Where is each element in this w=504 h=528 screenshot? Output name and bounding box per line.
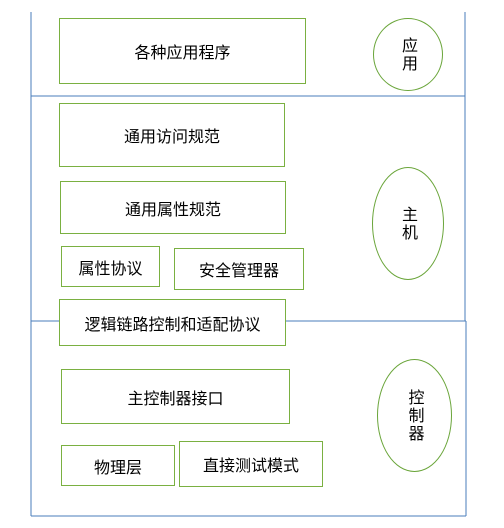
controller-layer-label: 控制器 [405,388,425,443]
host-layer-ellipse: 主机 [372,167,444,280]
generic-access-label: 通用访问规范 [123,127,220,146]
host-layer-label: 主机 [399,205,418,242]
app-programs-label: 各种应用程序 [134,43,231,62]
l2cap-label: 逻辑链路控制和适配协议 [84,314,261,334]
hci-controller-box: 主控制器接口 [61,369,290,424]
app-programs-box: 各种应用程序 [59,18,306,84]
attribute-protocol-label: 属性协议 [78,258,143,278]
app-layer-label: 应用 [399,36,418,73]
generic-access-box: 通用访问规范 [59,103,285,167]
generic-attribute-box: 通用属性规范 [60,181,286,234]
physical-layer-label: 物理层 [93,457,142,477]
attribute-protocol-box: 属性协议 [61,246,160,287]
generic-attribute-label: 通用属性规范 [124,199,221,219]
security-manager-box: 安全管理器 [174,248,304,290]
security-manager-label: 安全管理器 [198,261,279,280]
l2cap-box: 逻辑链路控制和适配协议 [59,299,286,346]
hci-controller-label: 主控制器接口 [127,388,224,408]
controller-layer-ellipse: 控制器 [377,359,452,472]
direct-test-mode-box: 直接测试模式 [179,441,323,487]
physical-layer-box: 物理层 [61,445,175,486]
app-layer-ellipse: 应用 [373,18,443,91]
direct-test-mode-label: 直接测试模式 [202,456,299,475]
